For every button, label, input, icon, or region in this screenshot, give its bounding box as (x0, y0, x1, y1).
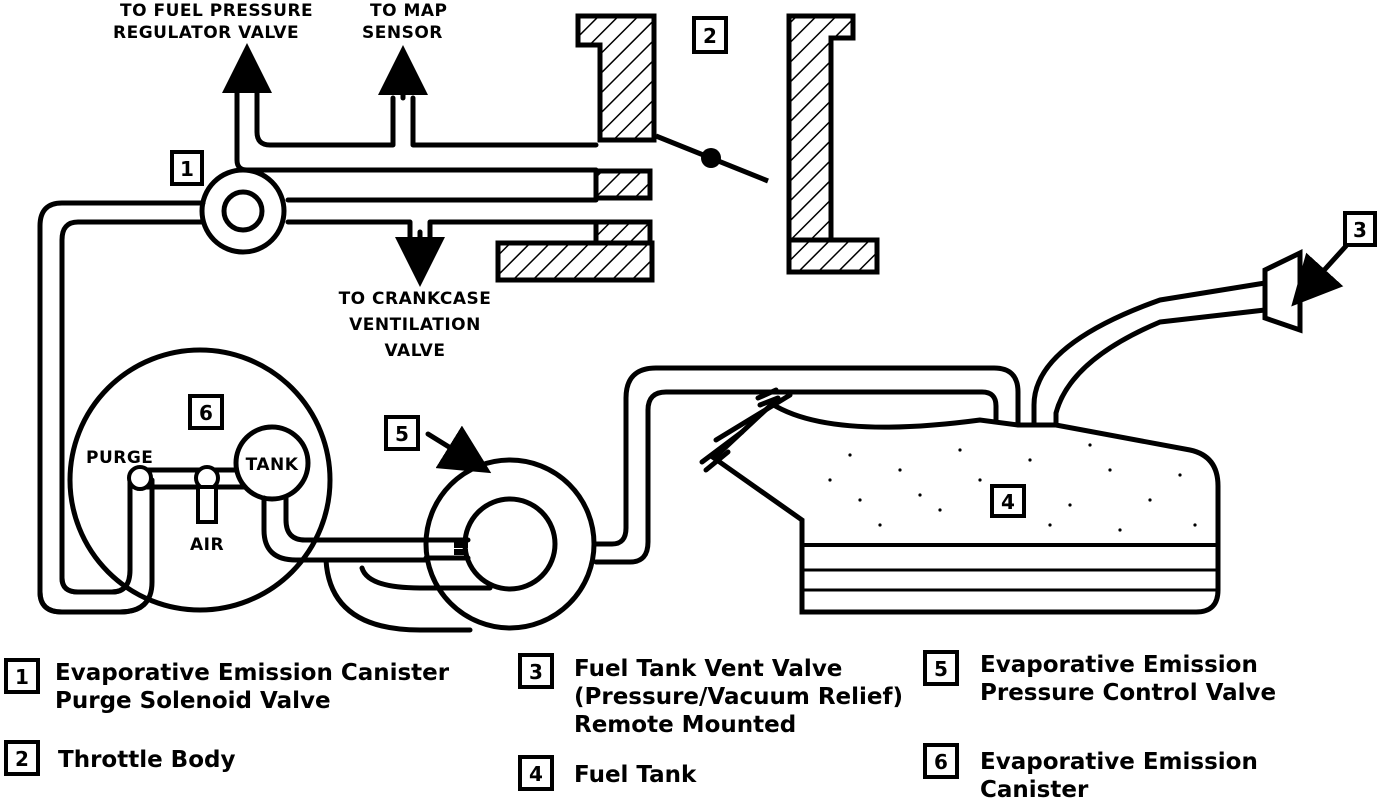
svg-text:Fuel Tank Vent Valve: Fuel Tank Vent Valve (574, 656, 842, 682)
legend-item-5: 5 Evaporative Emission Pressure Control … (923, 650, 1276, 706)
air-vent-tube (196, 485, 218, 524)
label-crankcase-3: VALVE (385, 341, 446, 361)
svg-text:Pressure Control Valve: Pressure Control Valve (980, 680, 1276, 706)
label-air: AIR (190, 535, 224, 555)
legend-item-4: 4 Fuel Tank (518, 755, 697, 791)
label-map-2: SENSOR (362, 23, 443, 43)
vent-hose (1031, 280, 1268, 428)
marker-6: 6 (188, 394, 224, 430)
svg-text:Purge Solenoid Valve: Purge Solenoid Valve (55, 688, 331, 714)
purge-solenoid-valve (199, 167, 287, 255)
svg-text:1: 1 (180, 157, 194, 181)
valve-to-tank-hose-inner (593, 389, 999, 565)
svg-text:4: 4 (1001, 490, 1015, 514)
svg-text:5: 5 (395, 422, 409, 446)
label-map-1: TO MAP (370, 1, 448, 21)
svg-text:Throttle Body: Throttle Body (58, 747, 235, 773)
purge-port (127, 465, 153, 491)
svg-text:1: 1 (15, 665, 29, 689)
svg-text:3: 3 (529, 660, 543, 684)
pressure-control-valve (323, 457, 597, 633)
callout-arrow-5 (425, 425, 492, 474)
callout-arrow-3 (1291, 243, 1349, 307)
evap-canister (37, 347, 333, 615)
svg-text:6: 6 (199, 401, 213, 425)
legend-item-1: 1 Evaporative Emission Canister Purge So… (4, 658, 450, 714)
svg-text:Canister: Canister (980, 777, 1089, 800)
svg-text:Fuel Tank: Fuel Tank (574, 762, 697, 788)
svg-text:Remote Mounted: Remote Mounted (574, 712, 796, 738)
throttle-plate-pivot (701, 148, 721, 168)
fuel-vapor-stipple (828, 443, 1197, 532)
label-purge: PURGE (86, 448, 153, 468)
label-crankcase-1: TO CRANKCASE (339, 289, 492, 309)
label-fuel-pressure-2: REGULATOR VALVE (113, 23, 299, 43)
svg-text:6: 6 (934, 750, 948, 774)
svg-text:2: 2 (15, 747, 29, 771)
marker-2: 2 (692, 16, 728, 54)
throttle-body (495, 13, 880, 283)
label-crankcase-2: VENTILATION (349, 315, 481, 335)
canister-to-valve-hose (261, 495, 455, 563)
legend-item-2: 2 Throttle Body (4, 740, 235, 776)
vacuum-tubes (222, 43, 599, 287)
svg-text:Evaporative Emission Canister: Evaporative Emission Canister (55, 660, 450, 686)
svg-text:3: 3 (1353, 218, 1367, 242)
label-tank: TANK (246, 455, 299, 475)
svg-text:(Pressure/Vacuum Relief): (Pressure/Vacuum Relief) (574, 684, 903, 710)
svg-text:4: 4 (529, 762, 543, 786)
fuel-tank-vent-valve (1262, 249, 1303, 334)
vent-hose-inner (1053, 307, 1268, 428)
filler-neck (703, 392, 793, 473)
legend: 1 Evaporative Emission Canister Purge So… (4, 650, 1276, 800)
svg-text:5: 5 (934, 657, 948, 681)
marker-3: 3 (1343, 211, 1377, 247)
valve-to-tank-hose (593, 365, 1021, 547)
svg-text:2: 2 (703, 24, 717, 48)
marker-5: 5 (384, 415, 420, 451)
svg-text:Evaporative Emission: Evaporative Emission (980, 749, 1258, 775)
marker-4: 4 (990, 484, 1026, 518)
marker-1: 1 (170, 150, 204, 186)
legend-item-6: 6 Evaporative Emission Canister (923, 743, 1258, 800)
tank-port (233, 424, 311, 502)
canister-to-valve-hose-inner (283, 495, 455, 543)
fuel-tank (699, 387, 1221, 615)
legend-item-3: 3 Fuel Tank Vent Valve (Pressure/Vacuum … (518, 653, 903, 738)
svg-text:Evaporative Emission: Evaporative Emission (980, 652, 1258, 678)
label-fuel-pressure-1: TO FUEL PRESSURE (120, 1, 313, 21)
